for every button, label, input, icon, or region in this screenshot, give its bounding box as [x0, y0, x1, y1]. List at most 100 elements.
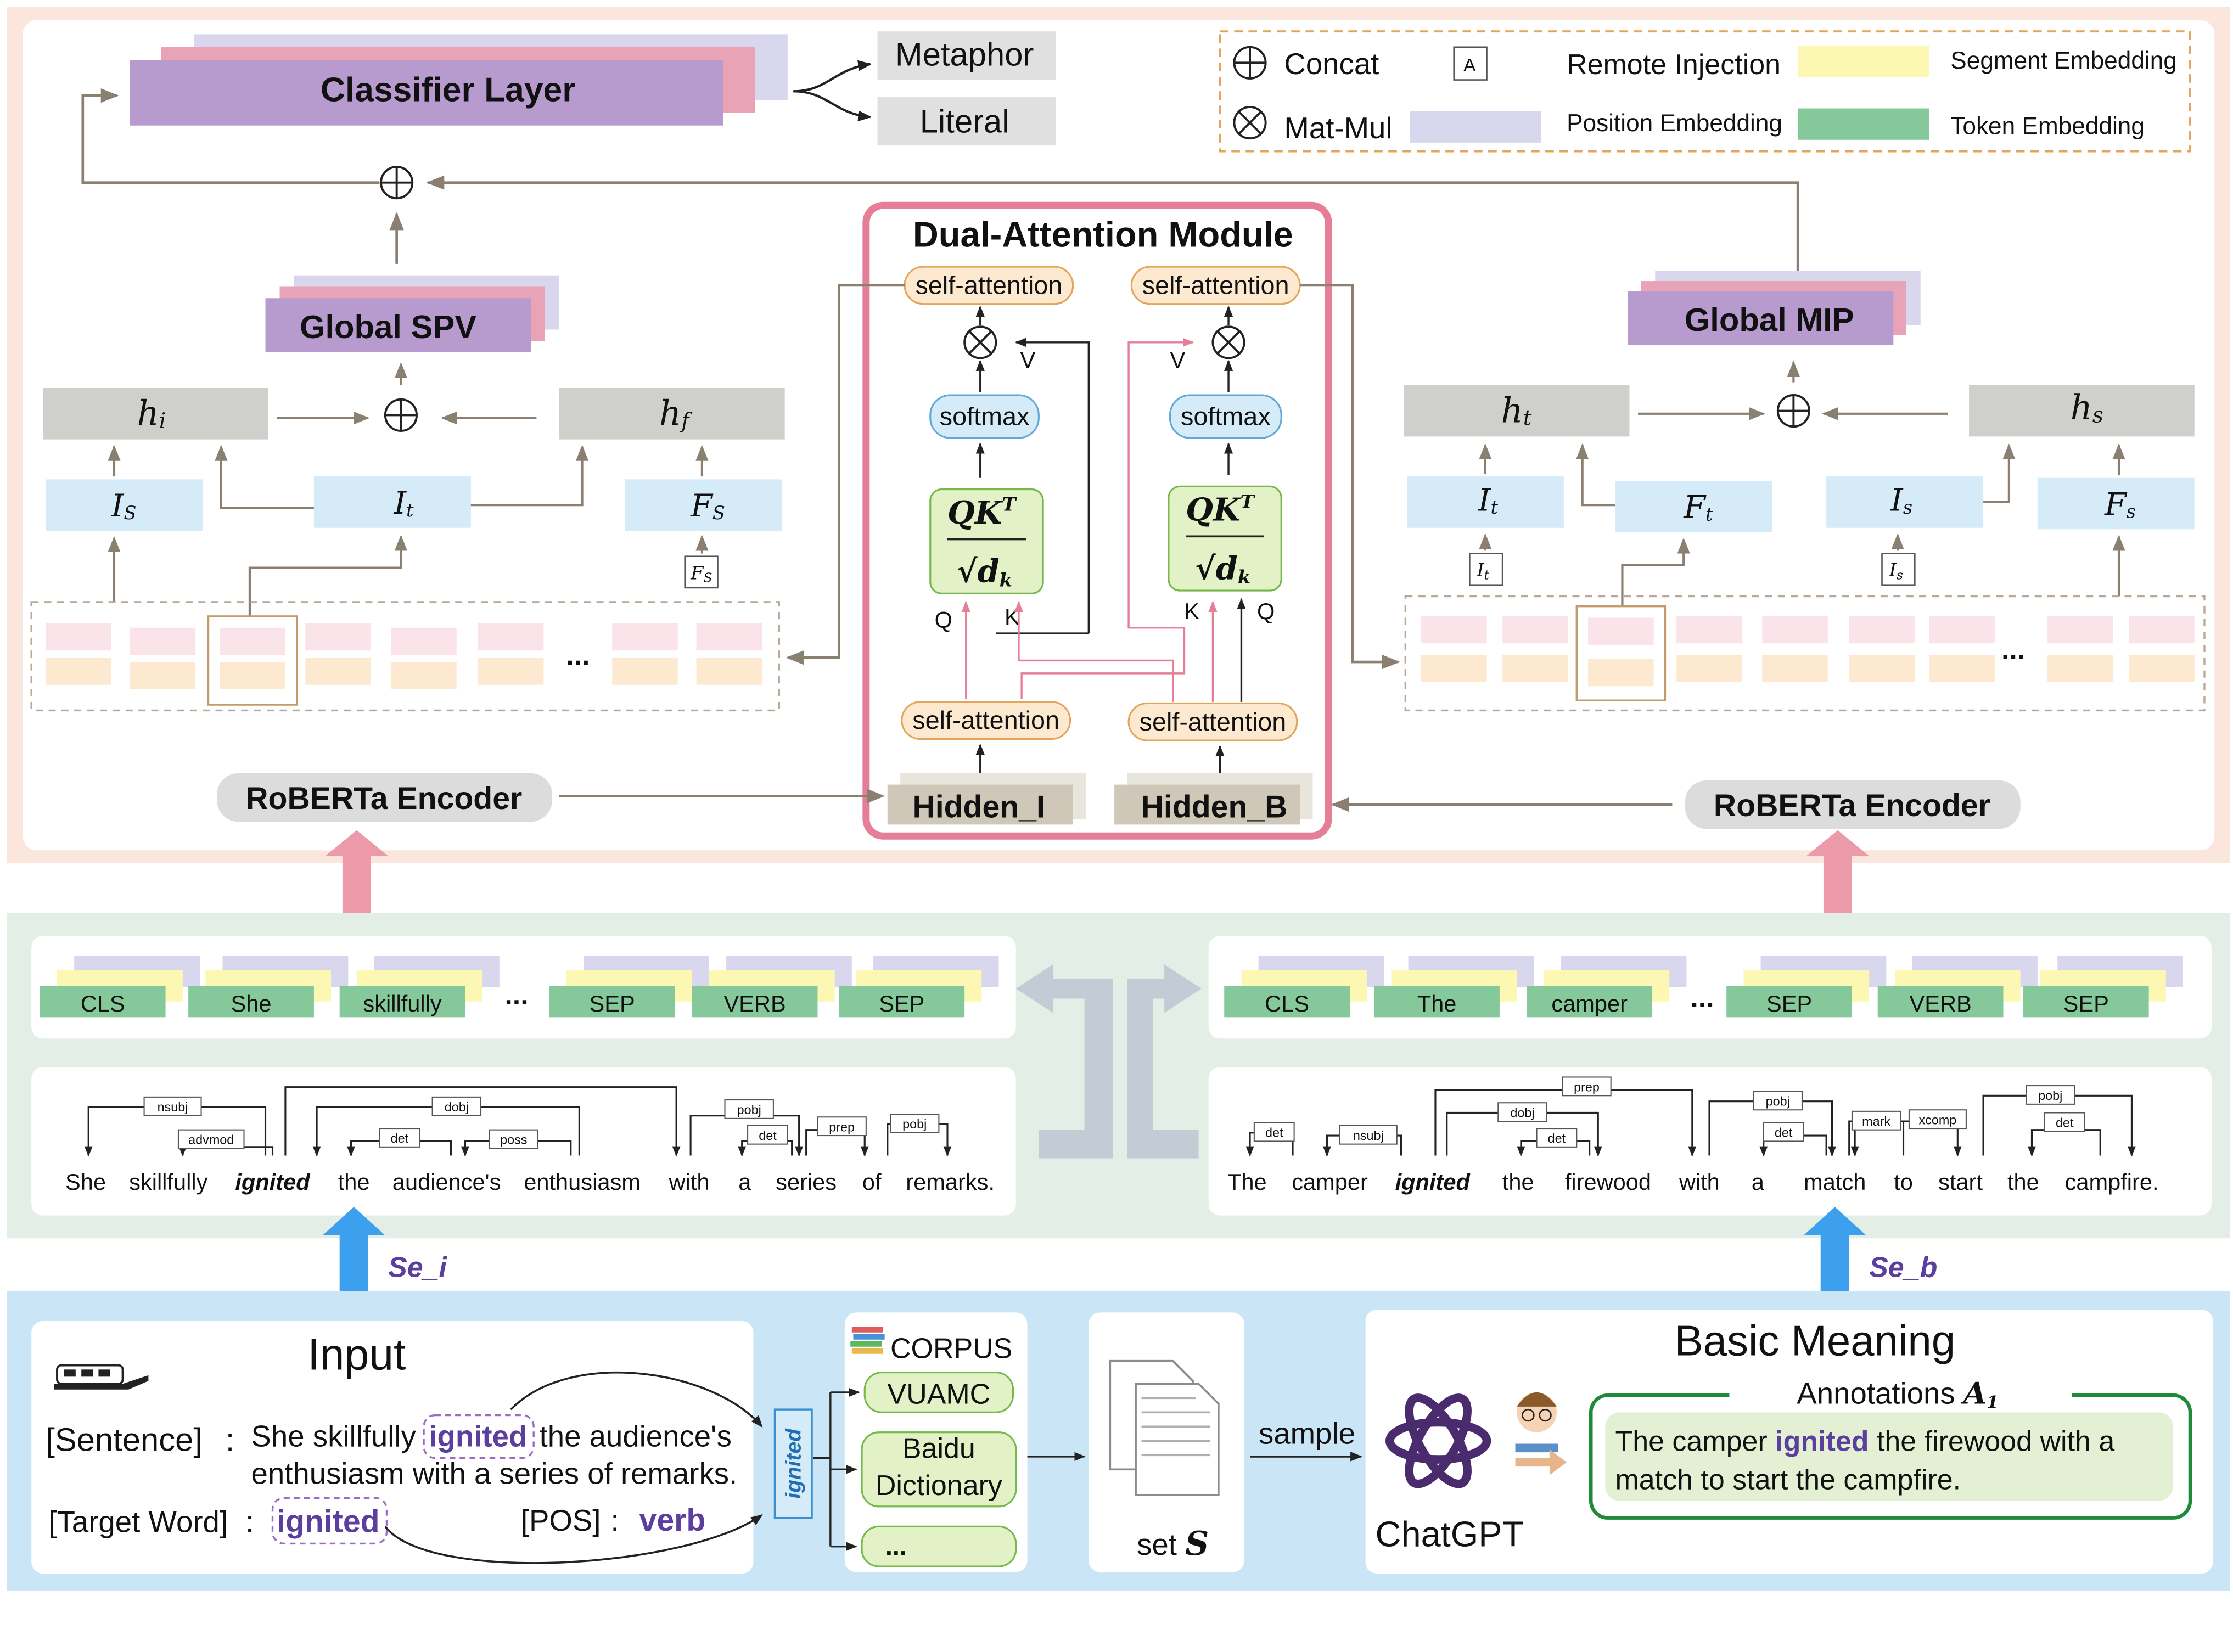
pink-arrow-left [325, 830, 389, 913]
dependency-label: det [1265, 1126, 1283, 1140]
se-i-label: Se_i [388, 1251, 447, 1283]
annotator-avatar-icon [1515, 1392, 1567, 1475]
dependency-word: ignited [235, 1169, 311, 1195]
input-title: Input [307, 1330, 406, 1379]
basic-meaning-title: Basic Meaning [1675, 1316, 1955, 1364]
dependency-label: det [1548, 1131, 1566, 1145]
left-connectors [108, 362, 709, 616]
dependency-label: advmod [188, 1133, 234, 1147]
token-embedding-sep: SEP [839, 956, 999, 1018]
token-label: camper [1551, 991, 1628, 1016]
concat-icon-left [384, 398, 418, 432]
metaphor-box [877, 31, 1056, 80]
token-embedding-verb: VERB [1877, 956, 2038, 1018]
dependency-label: prep [829, 1120, 855, 1134]
svg-text:set S: set S [1137, 1525, 1209, 1563]
svg-text:...: ... [504, 979, 528, 1011]
blue-arrow-left [322, 1207, 385, 1291]
svg-text:[POS]: [POS] [521, 1504, 601, 1537]
annotation-text-bg [1605, 1412, 2173, 1501]
svg-text:V: V [1020, 347, 1036, 373]
svg-text::: : [245, 1505, 254, 1539]
svg-text:A: A [1463, 55, 1476, 76]
svg-text:CORPUS: CORPUS [890, 1333, 1012, 1365]
metaphor-label: Metaphor [895, 36, 1034, 73]
classifier-layer: Classifier Layer [130, 34, 788, 126]
token-embedding-cls: CLS [1224, 956, 1384, 1018]
dependency-label: nsubj [1353, 1128, 1384, 1143]
dual-attention-title: Dual-Attention Module [913, 215, 1293, 255]
svg-text:Segment Embedding: Segment Embedding [1950, 47, 2177, 74]
input-panel [31, 1321, 754, 1574]
svg-text:Baidu: Baidu [902, 1432, 975, 1464]
svg-text:self-attention: self-attention [1142, 271, 1289, 299]
svg-text:...: ... [1690, 982, 1714, 1014]
token-embedding-the: The [1374, 956, 1534, 1018]
svg-text:self-attention: self-attention [912, 706, 1059, 734]
dependency-word: campfire. [2065, 1169, 2159, 1195]
svg-text:√dk: √dk [957, 553, 1012, 591]
token-embedding-verb: VERB [692, 956, 852, 1018]
token-legend-swatch [1798, 108, 1929, 140]
bidirectional-exchange [1015, 964, 1202, 1159]
svg-text:Concat: Concat [1284, 47, 1379, 81]
right-connectors [1479, 361, 2125, 605]
svg-text:hi: hi [137, 394, 166, 434]
literal-box [877, 97, 1056, 146]
token-embedding-camper: camper [1527, 956, 1687, 1018]
svg-text:enthusiasm with a series of re: enthusiasm with a series of remarks. [251, 1457, 738, 1490]
concat-icon-right [1776, 394, 1810, 428]
pink-arrow-right [1806, 830, 1870, 913]
train-icon [54, 1364, 149, 1390]
dual-out-connectors [786, 284, 1400, 670]
svg-text::: : [611, 1504, 619, 1537]
token-label: CLS [1265, 991, 1309, 1016]
dependency-word: with [669, 1169, 710, 1195]
dependency-word: remarks. [906, 1169, 995, 1195]
svg-text:QKT: QKT [947, 493, 1018, 531]
svg-text:...: ... [2001, 634, 2025, 666]
literal-label: Literal [920, 103, 1009, 140]
dependency-label: dobj [1510, 1105, 1534, 1120]
svg-text:FS: FS [690, 562, 712, 585]
svg-text:Mat-Mul: Mat-Mul [1284, 111, 1392, 145]
corpus-branches [813, 1387, 1086, 1551]
dependency-word: camper [1292, 1169, 1368, 1195]
se-b-label: Se_b [1869, 1251, 1937, 1283]
svg-text:FS: FS [690, 488, 725, 524]
blue-arrow-right [1803, 1207, 1866, 1291]
position-legend-swatch [1410, 111, 1541, 143]
right-remote-injections: It Is [1469, 553, 1916, 586]
token-embedding-sep: SEP [2023, 956, 2183, 1018]
svg-text:Remote Injection: Remote Injection [1567, 49, 1781, 81]
token-embedding-sep: SEP [1726, 956, 1887, 1018]
token-embedding-she: She [188, 956, 349, 1018]
legend: Concat Mat-Mul A Remote Injection Segmen… [1219, 30, 2191, 153]
dependency-label: det [2056, 1115, 2074, 1130]
svg-text:It: It [1478, 482, 1499, 519]
dependency-label: pobj [1766, 1094, 1790, 1108]
token-label: skillfully [363, 991, 441, 1016]
svg-text:self-attention: self-attention [1140, 707, 1287, 736]
token-label: VERB [723, 991, 786, 1016]
svg-text:[Sentence]: [Sentence] [46, 1421, 203, 1458]
dependency-label: nsubj [158, 1100, 188, 1114]
svg-text:softmax: softmax [940, 402, 1030, 431]
svg-text:IS: IS [111, 488, 137, 524]
segment-legend-swatch [1798, 46, 1929, 77]
top-connectors [81, 88, 1799, 271]
svg-text:ChatGPT: ChatGPT [1376, 1514, 1524, 1554]
global-mip: Global MIP [1628, 271, 1921, 346]
dependency-word: The [1227, 1169, 1267, 1195]
dependency-word: She [65, 1169, 106, 1195]
svg-text:QKT: QKT [1186, 490, 1255, 528]
token-label: SEP [2063, 991, 2109, 1016]
target-word: ignited [277, 1504, 379, 1539]
svg-text:match to start the campfire.: match to start the campfire. [1615, 1464, 1961, 1496]
sentence-target-word: ignited [429, 1420, 527, 1453]
dependency-word: firewood [1565, 1169, 1651, 1195]
svg-text:V: V [1170, 347, 1185, 373]
